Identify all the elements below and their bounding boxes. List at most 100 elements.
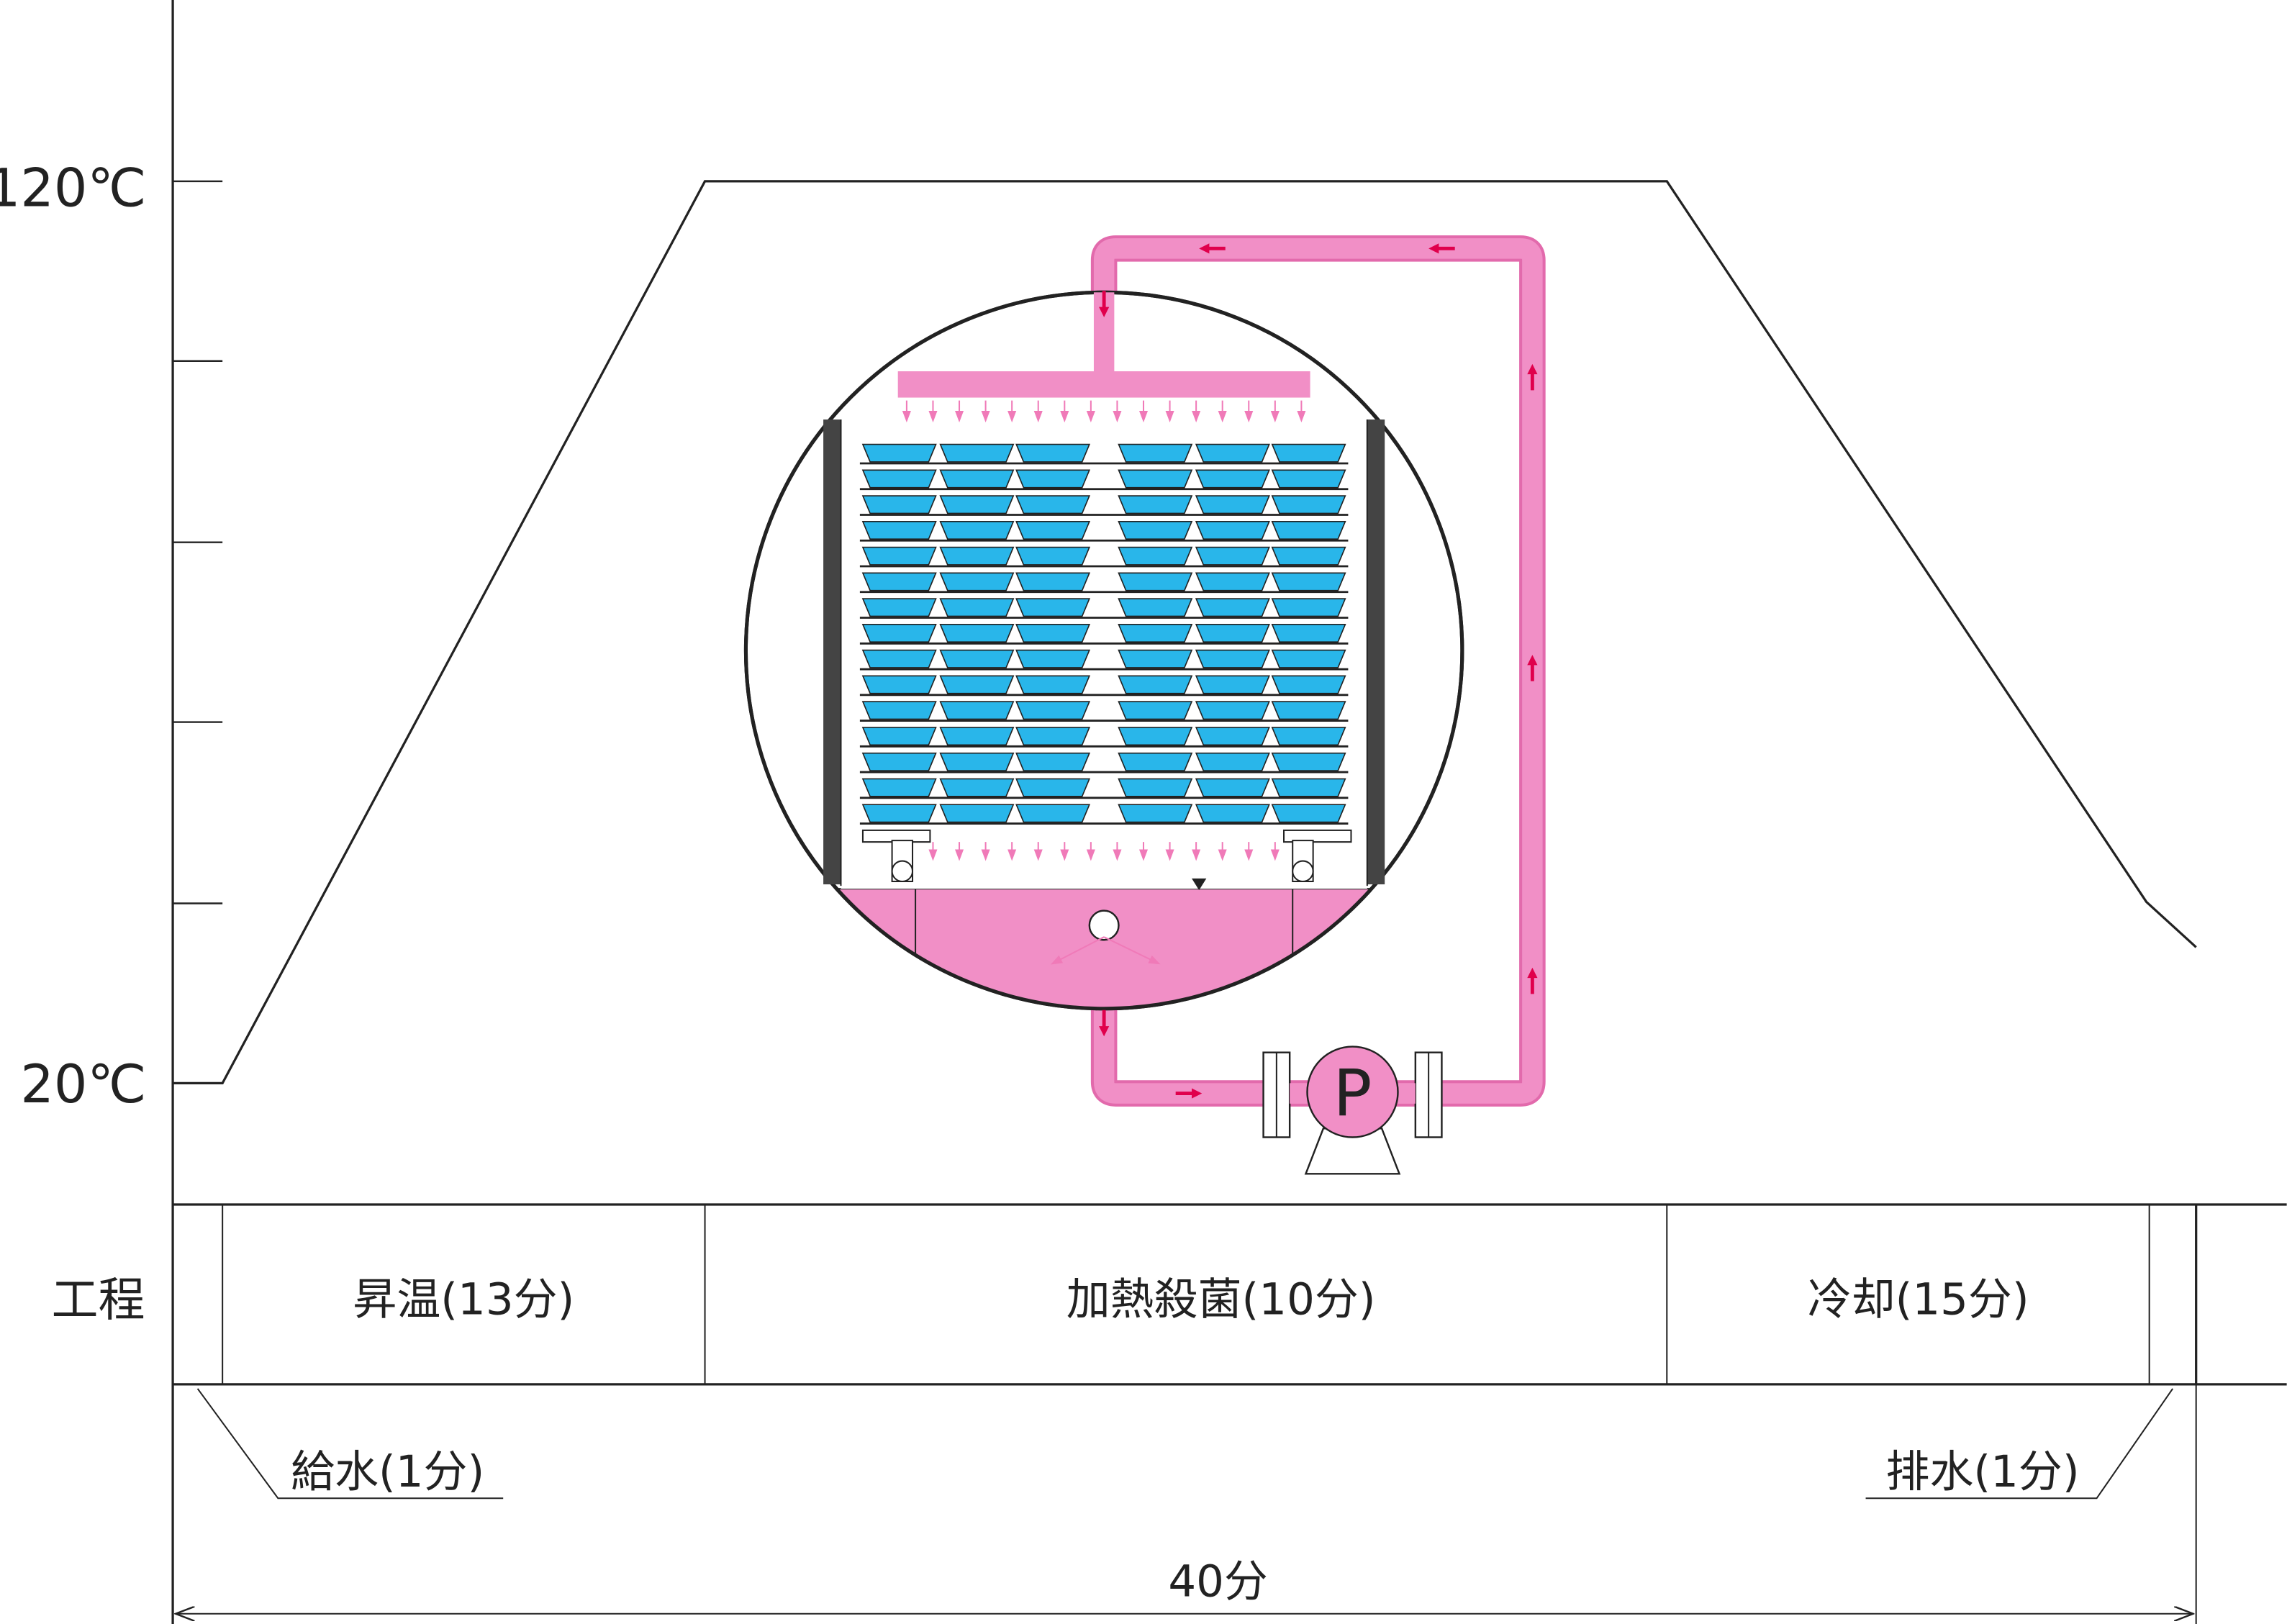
food-container <box>1015 727 1091 746</box>
food-container <box>1271 675 1346 694</box>
food-container <box>1015 624 1091 643</box>
food-container <box>861 675 937 694</box>
food-container <box>939 546 1015 566</box>
food-container <box>1015 521 1091 540</box>
food-container <box>1271 804 1346 823</box>
food-container <box>1015 701 1091 720</box>
food-container <box>1015 752 1091 771</box>
food-container <box>939 804 1015 823</box>
food-container <box>1271 572 1346 591</box>
flow-arrow <box>1175 1088 1203 1099</box>
food-container <box>1015 778 1091 797</box>
food-container <box>939 727 1015 746</box>
food-container <box>861 778 937 797</box>
flow-arrows <box>1099 243 1538 1099</box>
phase-cooling-label: 冷却(15分) <box>1808 1274 2029 1325</box>
food-container <box>1195 546 1270 566</box>
food-container <box>1118 572 1193 591</box>
food-container <box>861 598 937 617</box>
food-container <box>1015 804 1091 823</box>
food-container <box>1118 443 1193 463</box>
y-axis <box>171 0 223 1624</box>
food-container <box>1271 598 1346 617</box>
food-container <box>1015 443 1091 463</box>
sterilizer-vessel <box>743 290 1464 1011</box>
food-container <box>1271 778 1346 797</box>
phase-sterilization-label: 加熱殺菌(10分) <box>1066 1274 1376 1325</box>
drain-callout <box>1865 1388 2174 1500</box>
food-container <box>861 443 937 463</box>
food-container <box>1195 701 1270 720</box>
drain-label: 排水(1分) <box>1886 1446 2080 1497</box>
food-container <box>1118 624 1193 643</box>
food-container <box>939 598 1015 617</box>
food-container <box>1118 521 1193 540</box>
flow-arrow <box>1099 1010 1110 1037</box>
food-container <box>1118 675 1193 694</box>
food-container <box>1195 469 1270 489</box>
food-container <box>1195 598 1270 617</box>
flow-arrow <box>1527 967 1538 994</box>
pump-label: P <box>1333 1056 1372 1131</box>
food-container <box>1118 778 1193 797</box>
flow-arrow <box>1527 655 1538 681</box>
food-container <box>939 624 1015 643</box>
total-duration-label: 40分 <box>1168 1556 1267 1607</box>
food-container <box>1195 443 1270 463</box>
food-container <box>939 675 1015 694</box>
food-container <box>939 469 1015 489</box>
total-duration-dimension <box>176 1384 2197 1624</box>
supply-label: 給水(1分) <box>291 1446 484 1497</box>
food-container <box>1195 675 1270 694</box>
food-container <box>861 624 937 643</box>
food-container <box>1118 649 1193 668</box>
food-container <box>1271 521 1346 540</box>
food-container <box>861 752 937 771</box>
food-container <box>1271 727 1346 746</box>
flow-arrow <box>1199 243 1226 254</box>
food-container <box>861 701 937 720</box>
food-container <box>1195 804 1270 823</box>
food-container <box>1195 649 1270 668</box>
food-container <box>1015 572 1091 591</box>
process-table <box>173 1203 2287 1386</box>
food-container <box>1118 752 1193 771</box>
food-container <box>861 469 937 489</box>
food-container <box>1195 624 1270 643</box>
food-container <box>861 495 937 514</box>
food-container <box>1118 469 1193 489</box>
temperature-profile-line <box>173 180 2197 1084</box>
food-container <box>939 752 1015 771</box>
food-container <box>1271 443 1346 463</box>
food-container <box>1118 804 1193 823</box>
food-container <box>1195 752 1270 771</box>
tray-stack <box>859 443 1349 825</box>
food-container <box>1118 598 1193 617</box>
food-container <box>1271 495 1346 514</box>
flow-arrow <box>1428 243 1455 254</box>
food-container <box>1195 778 1270 797</box>
food-container <box>1271 649 1346 668</box>
food-container <box>1271 469 1346 489</box>
food-container <box>1195 495 1270 514</box>
spray-drops <box>902 400 1306 861</box>
food-container <box>1195 727 1270 746</box>
food-container <box>861 521 937 540</box>
food-container <box>939 778 1015 797</box>
phase-heating-label: 昇温(13分) <box>353 1274 574 1325</box>
food-container <box>1271 701 1346 720</box>
circulation-pump: P <box>1262 1045 1443 1175</box>
food-container <box>1015 649 1091 668</box>
flow-arrow <box>1527 363 1538 391</box>
food-container <box>1271 752 1346 771</box>
food-container <box>939 701 1015 720</box>
food-container <box>1271 546 1346 566</box>
food-container <box>861 572 937 591</box>
food-container <box>1271 624 1346 643</box>
food-container <box>1015 495 1091 514</box>
process-row-label: 工程 <box>51 1273 145 1327</box>
food-container <box>1015 598 1091 617</box>
supply-callout <box>196 1388 504 1500</box>
food-container <box>1015 546 1091 566</box>
